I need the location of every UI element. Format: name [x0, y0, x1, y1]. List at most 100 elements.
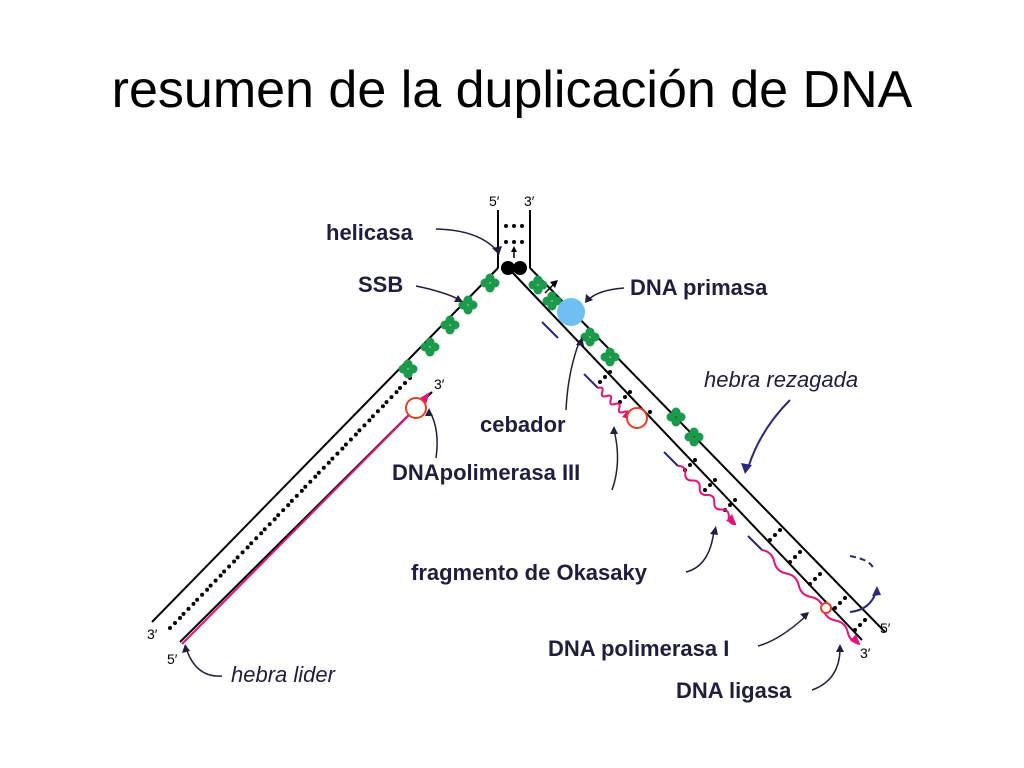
- base-dot: [235, 555, 240, 560]
- base-dot: [623, 395, 627, 399]
- base-dot: [798, 550, 802, 554]
- base-dot: [227, 564, 232, 569]
- base-dot: [208, 583, 213, 588]
- base-dot: [863, 618, 867, 622]
- base-dot: [512, 224, 516, 228]
- base-dot: [818, 572, 822, 576]
- ssb-icon: [485, 283, 495, 293]
- base-dot: [267, 522, 272, 527]
- end-label-right-outer: 5′: [880, 620, 891, 636]
- primer-segment: [663, 451, 679, 467]
- base-dot: [598, 380, 602, 384]
- base-dot: [693, 458, 697, 462]
- base-dot: [778, 528, 782, 532]
- base-dot: [168, 626, 172, 630]
- base-dot: [222, 569, 227, 574]
- base-dot: [218, 573, 223, 578]
- ssb-icon: [533, 285, 543, 295]
- base-dot: [173, 621, 177, 625]
- base-dot: [389, 395, 394, 400]
- end-label-left-inner: 5′: [167, 651, 178, 667]
- unwinding-arrow: [849, 555, 875, 571]
- polymerase-III-leading-icon: [405, 397, 427, 419]
- parental-strands: [151, 210, 886, 643]
- pointer-arrowheads: [182, 246, 844, 653]
- right-arm-inner-strand: [511, 271, 863, 641]
- base-dot: [200, 592, 205, 597]
- base-dot: [838, 601, 842, 605]
- base-dot: [259, 531, 264, 536]
- base-dot: [330, 456, 335, 461]
- base-dot: [813, 577, 817, 581]
- base-dot: [398, 386, 402, 390]
- base-dot: [357, 428, 362, 433]
- base-dot: [240, 550, 245, 555]
- base-dot: [394, 390, 399, 395]
- base-dot: [249, 541, 254, 546]
- base-dot: [520, 224, 524, 228]
- label-dna-ligasa: DNA ligasa: [676, 678, 792, 703]
- label-cebador: cebador: [480, 412, 566, 437]
- leading-new-strand: [181, 392, 430, 645]
- base-dot: [793, 555, 797, 559]
- base-dot: [343, 442, 348, 447]
- polymerase-I-icon: [820, 602, 832, 614]
- label-dna-polimerasa-iii: DNApolimerasa III: [392, 460, 580, 485]
- primer-segment: [747, 535, 763, 551]
- base-dot: [281, 508, 286, 513]
- base-dot: [313, 474, 318, 479]
- primer-segment: [583, 373, 599, 389]
- base-dot: [375, 409, 380, 414]
- base-dot: [316, 470, 321, 475]
- ssb-icon: [547, 301, 557, 311]
- end-label-top-left: 5′: [489, 193, 500, 209]
- base-dot: [353, 432, 358, 437]
- primer-segment: [541, 321, 559, 339]
- base-dot: [308, 479, 313, 484]
- ligase-arrow: [849, 591, 877, 613]
- base-dot: [205, 587, 210, 592]
- base-dot: [504, 224, 508, 228]
- primase-icon: [557, 298, 585, 326]
- label-ssb: SSB: [358, 272, 403, 297]
- label-hebra-lider: hebra lider: [231, 662, 337, 687]
- base-dot: [504, 240, 508, 244]
- left-arm-outer-strand: [151, 267, 499, 623]
- base-dot: [703, 488, 707, 492]
- base-dot: [178, 616, 182, 620]
- base-dot: [733, 498, 737, 502]
- label-fragmento-okasaky: fragmento de Okasaky: [411, 560, 648, 585]
- base-dot: [773, 533, 777, 537]
- ssb-icon: [463, 305, 473, 315]
- base-dot: [362, 423, 367, 428]
- base-dot: [403, 381, 407, 385]
- base-dot: [688, 463, 692, 467]
- base-dot: [262, 527, 267, 532]
- base-dot: [303, 484, 308, 489]
- base-dot: [195, 597, 200, 602]
- base-dot: [213, 578, 218, 583]
- base-dot: [858, 623, 862, 627]
- base-dot: [853, 628, 857, 632]
- ssb-icon: [689, 437, 699, 447]
- label-helicasa: helicasa: [326, 220, 414, 245]
- base-dot: [520, 240, 524, 244]
- fragment-arrowhead: [850, 634, 860, 644]
- base-dot: [289, 498, 294, 503]
- end-label-left-outer: 3′: [147, 626, 158, 642]
- base-dot: [232, 559, 237, 564]
- ssb-icon: [585, 337, 595, 347]
- base-dot: [272, 517, 277, 522]
- base-dot: [843, 596, 847, 600]
- base-dot: [294, 493, 299, 498]
- base-dot: [833, 606, 837, 610]
- base-dot: [708, 483, 712, 487]
- polymerase-III-lagging-icon: [626, 407, 648, 429]
- base-dot: [191, 601, 196, 606]
- base-dot: [648, 410, 652, 414]
- leading-arrowhead: [420, 392, 430, 404]
- base-dot: [348, 437, 353, 442]
- base-dot: [245, 545, 250, 550]
- ligase-arrowhead: [872, 586, 881, 596]
